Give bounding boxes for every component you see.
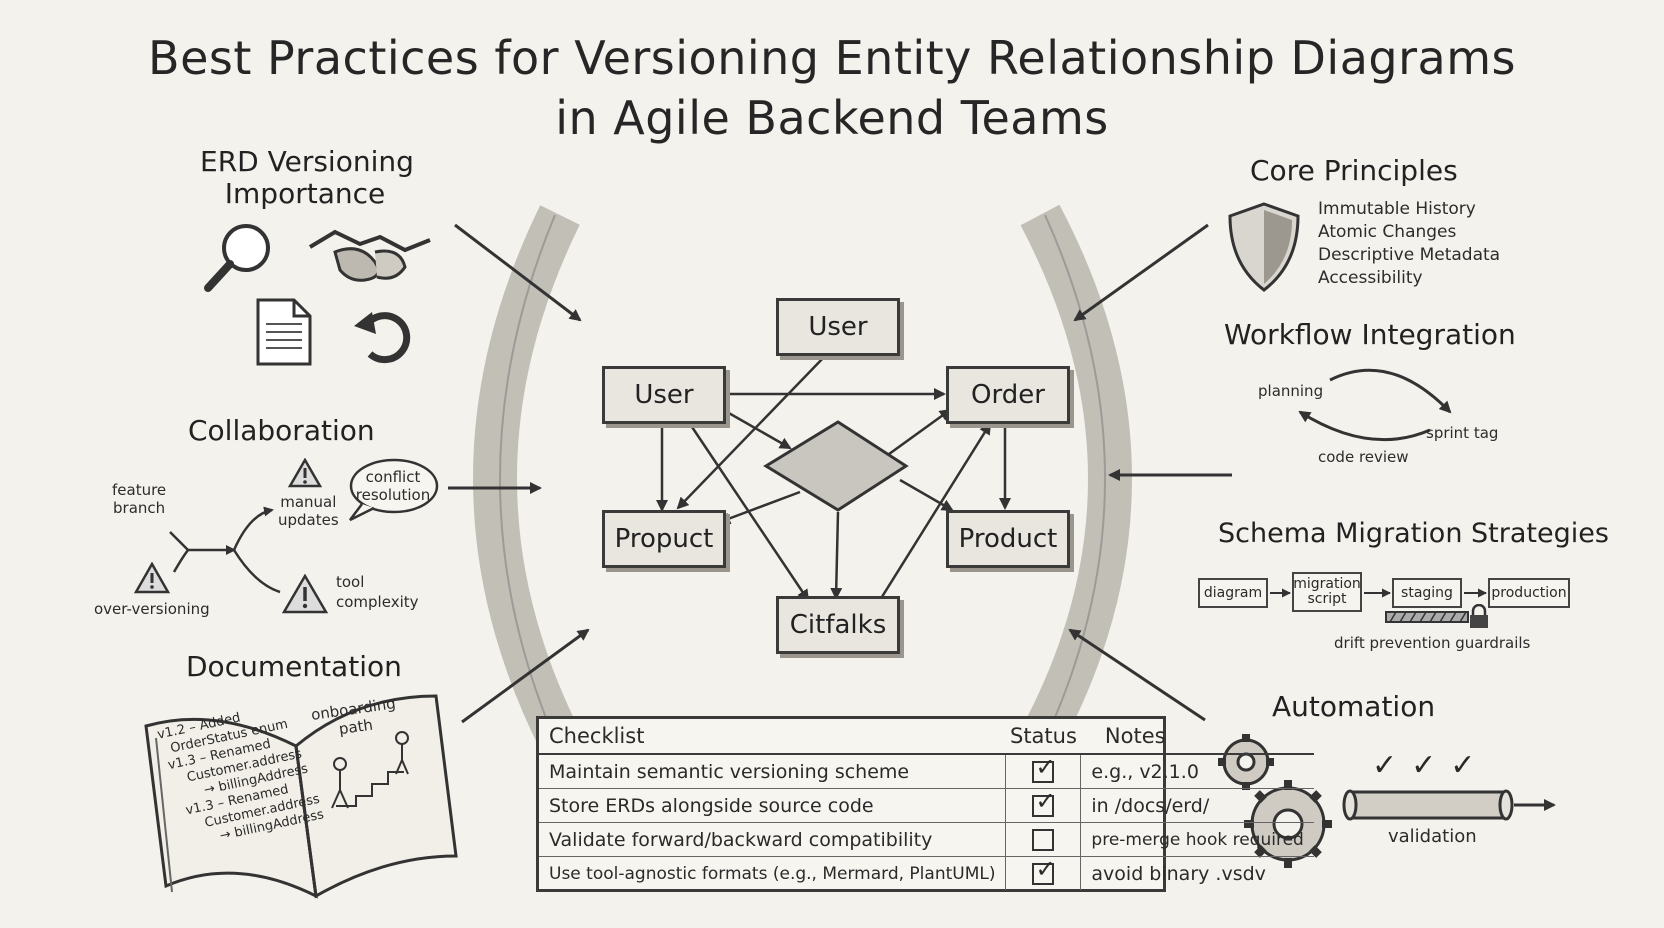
checkbox: ✓	[1032, 755, 1056, 783]
checklist-item: Use tool-agnostic formats (e.g., Mermard…	[549, 863, 996, 884]
workflow-heading: Workflow Integration	[1224, 318, 1516, 351]
checklist-header-notes: Notes	[1080, 719, 1314, 755]
magnifier-icon	[204, 224, 270, 292]
erd-connectors	[656, 354, 1011, 602]
check-mark: ✓	[1035, 786, 1056, 815]
branch-lines	[169, 506, 281, 594]
checkbox	[1032, 828, 1055, 851]
entity-product: Product	[946, 510, 1070, 568]
checklist-note: in /docs/erd/	[1080, 788, 1314, 823]
check-mark: ✓	[1372, 748, 1412, 783]
left-arc-shading	[473, 205, 580, 750]
automation-checks: ✓✓✓	[1372, 748, 1489, 783]
validation-label: validation	[1388, 826, 1477, 847]
speech-bubble	[349, 458, 439, 522]
importance-heading: ERD Versioning Importance	[200, 145, 414, 210]
checklist-status	[1005, 822, 1082, 857]
checklist-item: Maintain semantic versioning scheme	[539, 754, 1006, 789]
migration-heading: Schema Migration Strategies	[1218, 518, 1609, 549]
entity-user-top: User	[776, 298, 900, 356]
workflow-sprint-tag: sprint tag	[1426, 424, 1499, 442]
principle-item: Immutable History	[1318, 199, 1476, 219]
erd-relationship-diamond	[763, 420, 909, 512]
table-row: Use tool-agnostic formats (e.g., Mermard…	[539, 856, 1314, 890]
conflict-line-2: resolution	[355, 486, 431, 504]
checklist-header-status: Status	[1005, 719, 1081, 755]
tool-complexity-label: tool complexity	[336, 572, 419, 612]
document-icon	[256, 298, 312, 366]
checklist-note: e.g., v2.1.0	[1080, 754, 1314, 789]
over-versioning-label: over-versioning	[94, 600, 210, 618]
workflow-code-review: code review	[1318, 448, 1409, 466]
principle-item: Descriptive Metadata	[1318, 245, 1501, 265]
validation-pipe	[1342, 789, 1556, 821]
checklist-note: avoid binary .vsdv	[1091, 862, 1266, 885]
check-mark: ✓	[1450, 748, 1490, 783]
principle-item: Atomic Changes	[1318, 222, 1457, 242]
checklist-header-row: Checklist Status Notes	[539, 719, 1314, 755]
checklist-note: pre-merge hook required	[1080, 822, 1314, 857]
check-mark: ✓	[1035, 752, 1056, 781]
handshake-icon	[308, 229, 431, 282]
table-row: Validate forward/backward compatibility …	[539, 822, 1314, 857]
principle-item: Accessibility	[1318, 268, 1423, 288]
check-mark: ✓	[1411, 748, 1451, 783]
warning-icon-tool-complexity	[282, 574, 328, 614]
migration-step: diagram	[1198, 578, 1268, 608]
importance-heading-line-2: Importance	[224, 177, 386, 210]
warning-icon-over-versioning	[134, 562, 170, 594]
manual-updates-label: manual updates	[278, 493, 339, 529]
title-line-2: in Agile Backend Teams	[555, 91, 1109, 145]
warning-icon-manual	[288, 458, 322, 488]
workflow-cycle	[1298, 368, 1452, 442]
check-mark: ✓	[1035, 854, 1056, 883]
automation-heading: Automation	[1272, 690, 1436, 723]
drift-guardrails-label: drift prevention guardrails	[1334, 634, 1531, 652]
feature-branch-line-1: feature	[112, 481, 167, 499]
checklist-item: Store ERDs alongside source code	[539, 788, 1006, 823]
entity-user-left: User	[602, 366, 726, 424]
checklist-header-item: Checklist	[539, 719, 1006, 755]
manual-updates-line-1: manual	[280, 493, 337, 511]
entity-order: Order	[946, 366, 1070, 424]
title-line-1: Best Practices for Versioning Entity Rel…	[148, 31, 1516, 85]
checklist-status: ✓	[1005, 754, 1082, 789]
manual-updates-line-2: updates	[278, 511, 339, 529]
workflow-planning: planning	[1258, 382, 1324, 400]
migration-step: migration script	[1292, 572, 1362, 612]
feature-branch-label: feature branch	[112, 481, 166, 517]
open-book	[144, 694, 458, 899]
table-row: Maintain semantic versioning scheme ✓ e.…	[539, 754, 1314, 789]
entity-propuct: Propuct	[602, 510, 726, 568]
documentation-heading: Documentation	[186, 650, 402, 683]
importance-heading-line-1: ERD Versioning	[200, 145, 414, 178]
right-arc-shading	[1020, 204, 1132, 751]
undo-arrow-icon	[354, 312, 411, 364]
checklist-item: Validate forward/backward compatibility	[539, 822, 1006, 857]
core-principles-heading: Core Principles	[1250, 154, 1458, 187]
migration-arrows	[1270, 588, 1487, 623]
table-row: Store ERDs alongside source code ✓ in /d…	[539, 788, 1314, 823]
checkbox: ✓	[1032, 857, 1056, 885]
inbound-arrows	[448, 223, 1232, 724]
migration-step: production	[1488, 578, 1570, 608]
principles-list: Immutable History Atomic Changes Descrip…	[1318, 198, 1500, 290]
conflict-line-1: conflict	[365, 468, 421, 486]
tool-complexity-line-2: complexity	[336, 593, 419, 611]
entity-citfalks: Citfalks	[776, 596, 900, 654]
checklist-status: ✓	[1005, 788, 1082, 823]
lock-icon	[1470, 604, 1488, 628]
checklist-table: Checklist Status Notes Maintain semantic…	[536, 716, 1314, 892]
conflict-resolution-label: conflict resolution	[352, 468, 434, 504]
checkbox: ✓	[1032, 789, 1056, 817]
shield-icon	[1228, 202, 1300, 292]
tool-complexity-line-1: tool	[336, 573, 365, 591]
feature-branch-line-2: branch	[113, 499, 166, 517]
page-title: Best Practices for Versioning Entity Rel…	[0, 28, 1664, 148]
migration-step: staging	[1392, 578, 1462, 608]
checklist-status: ✓	[1005, 856, 1082, 890]
collaboration-heading: Collaboration	[188, 414, 375, 447]
